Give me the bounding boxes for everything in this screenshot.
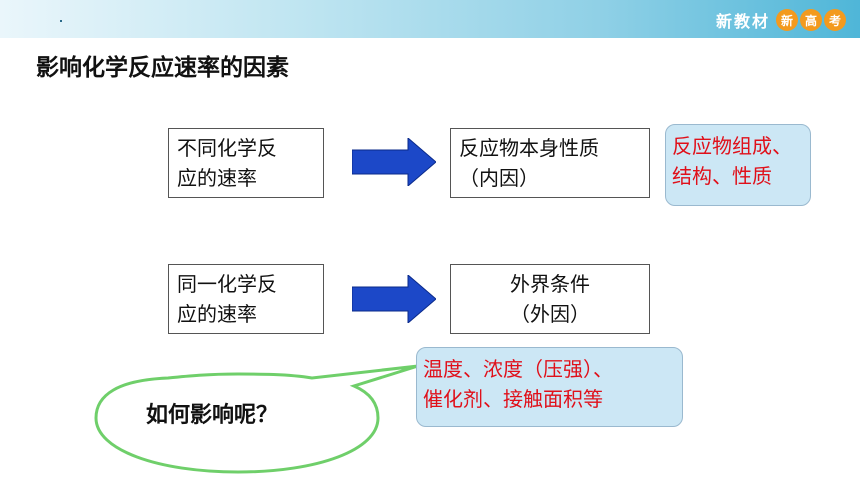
box-external-factor: 外界条件 （外因） [450, 264, 650, 334]
box-line: （外因） [510, 302, 590, 326]
top-banner: 新教材 新 高 考 [0, 0, 860, 38]
right-arrow-icon [352, 138, 436, 186]
brand-text: 新教材 [715, 12, 770, 31]
speech-bubble-icon [94, 364, 419, 474]
banner-dot [60, 20, 62, 22]
box-different-reactions: 不同化学反 应的速率 [168, 128, 324, 198]
box-line: （内因） [459, 166, 539, 190]
note-line: 催化剂、接触面积等 [423, 387, 603, 411]
box-line: 同一化学反 [177, 272, 277, 296]
note-internal-details: 反应物组成、 结构、性质 [665, 124, 811, 206]
box-line: 反应物本身性质 [459, 136, 599, 160]
note-line: 温度、浓度（压强）、 [423, 357, 613, 381]
box-line: 不同化学反 [177, 136, 277, 160]
brand-circle-gao: 高 [800, 9, 822, 31]
brand-circle-kao: 考 [824, 9, 846, 31]
brand-circle-xin: 新 [776, 9, 798, 31]
box-internal-factor: 反应物本身性质 （内因） [450, 128, 650, 198]
box-same-reaction: 同一化学反 应的速率 [168, 264, 324, 334]
box-line: 应的速率 [177, 302, 257, 326]
note-line: 反应物组成、 [672, 134, 792, 158]
speech-bubble-text: 如何影响呢？ [146, 403, 279, 428]
note-external-details: 温度、浓度（压强）、 催化剂、接触面积等 [416, 347, 683, 427]
brand-logo: 新教材 新 高 考 [716, 7, 846, 33]
slide-title: 影响化学反应速率的因素 [36, 55, 289, 81]
note-line: 结构、性质 [672, 164, 772, 188]
box-line: 应的速率 [177, 166, 257, 190]
right-arrow-icon [352, 275, 436, 323]
box-line: 外界条件 [510, 272, 590, 296]
